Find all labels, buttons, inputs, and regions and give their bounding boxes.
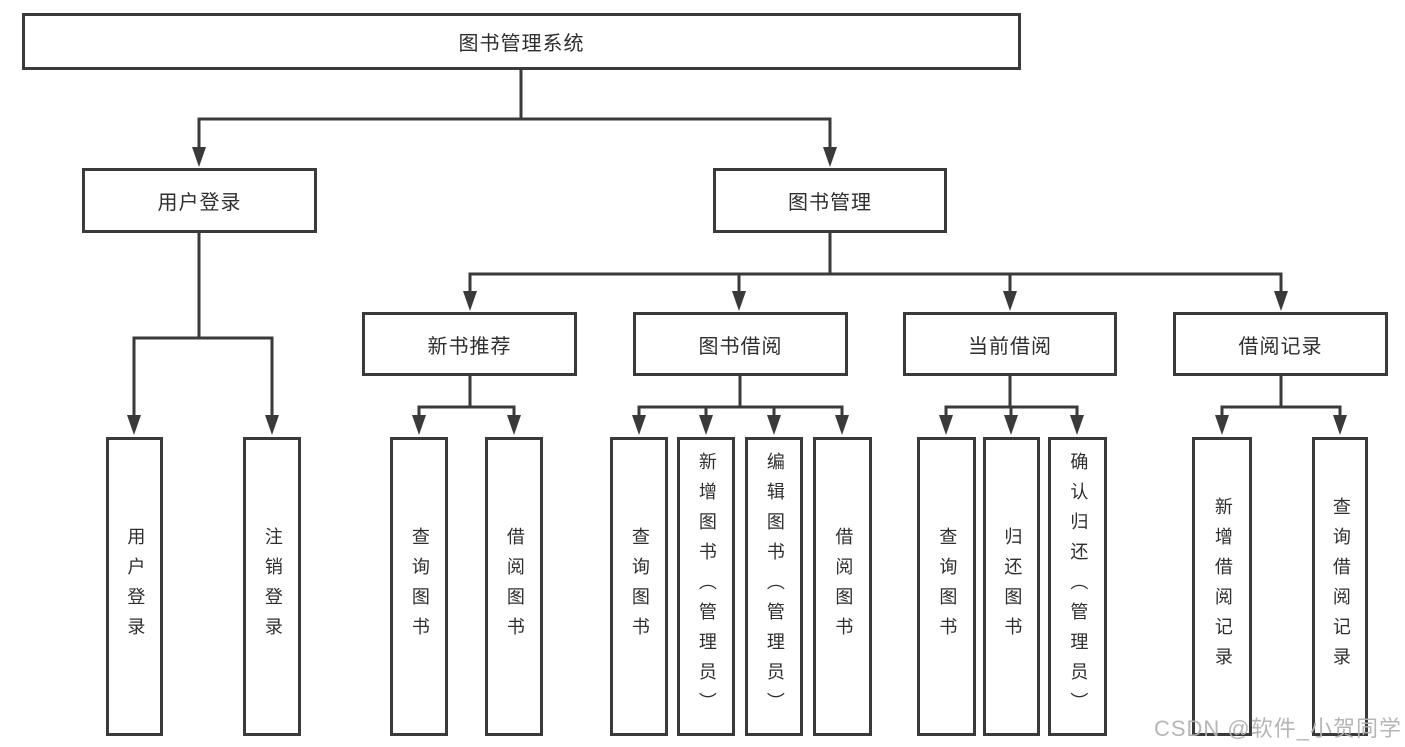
node-label: 新增借阅记录 [1212, 496, 1233, 677]
leaf-edit-books-admin: 编辑图书（管理员） [745, 437, 803, 736]
node-new-book-recommend: 新书推荐 [362, 312, 577, 376]
node-label: 确认归还（管理员） [1068, 451, 1089, 722]
leaf-return-books: 归还图书 [983, 437, 1040, 736]
node-label: 查询图书 [409, 526, 430, 647]
node-label: 注销登录 [262, 526, 283, 647]
node-label: 查询借阅记录 [1330, 496, 1351, 677]
node-borrow-records: 借阅记录 [1173, 312, 1388, 376]
node-label: 查询图书 [937, 526, 958, 647]
leaf-query-books-recommend: 查询图书 [390, 437, 448, 736]
leaf-query-borrow-record: 查询借阅记录 [1312, 437, 1368, 736]
node-library-system: 图书管理系统 [22, 13, 1021, 70]
node-label: 借阅图书 [833, 526, 854, 647]
node-user-login: 用户登录 [82, 168, 317, 233]
node-label: 编辑图书（管理员） [764, 451, 785, 722]
leaf-borrow-books-recommend: 借阅图书 [485, 437, 543, 736]
leaf-confirm-return-admin: 确认归还（管理员） [1048, 437, 1107, 736]
leaf-logout: 注销登录 [243, 437, 301, 736]
csdn-watermark: CSDN @软件_小贺同学 [1153, 716, 1402, 741]
node-label: 用户登录 [125, 526, 146, 647]
node-current-borrowing: 当前借阅 [903, 312, 1117, 376]
node-label: 查询图书 [629, 526, 650, 647]
leaf-query-books-borrowing: 查询图书 [610, 437, 668, 736]
leaf-query-books-current: 查询图书 [917, 437, 976, 736]
node-label: 新增图书（管理员） [696, 451, 717, 722]
leaf-borrow-books-borrowing: 借阅图书 [813, 437, 872, 736]
leaf-add-books-admin: 新增图书（管理员） [677, 437, 735, 736]
leaf-add-borrow-record: 新增借阅记录 [1192, 437, 1252, 736]
node-book-management: 图书管理 [713, 168, 947, 233]
node-label: 借阅图书 [504, 526, 525, 647]
node-label: 归还图书 [1002, 526, 1023, 647]
leaf-user-login: 用户登录 [106, 437, 163, 736]
node-book-borrowing: 图书借阅 [633, 312, 848, 376]
